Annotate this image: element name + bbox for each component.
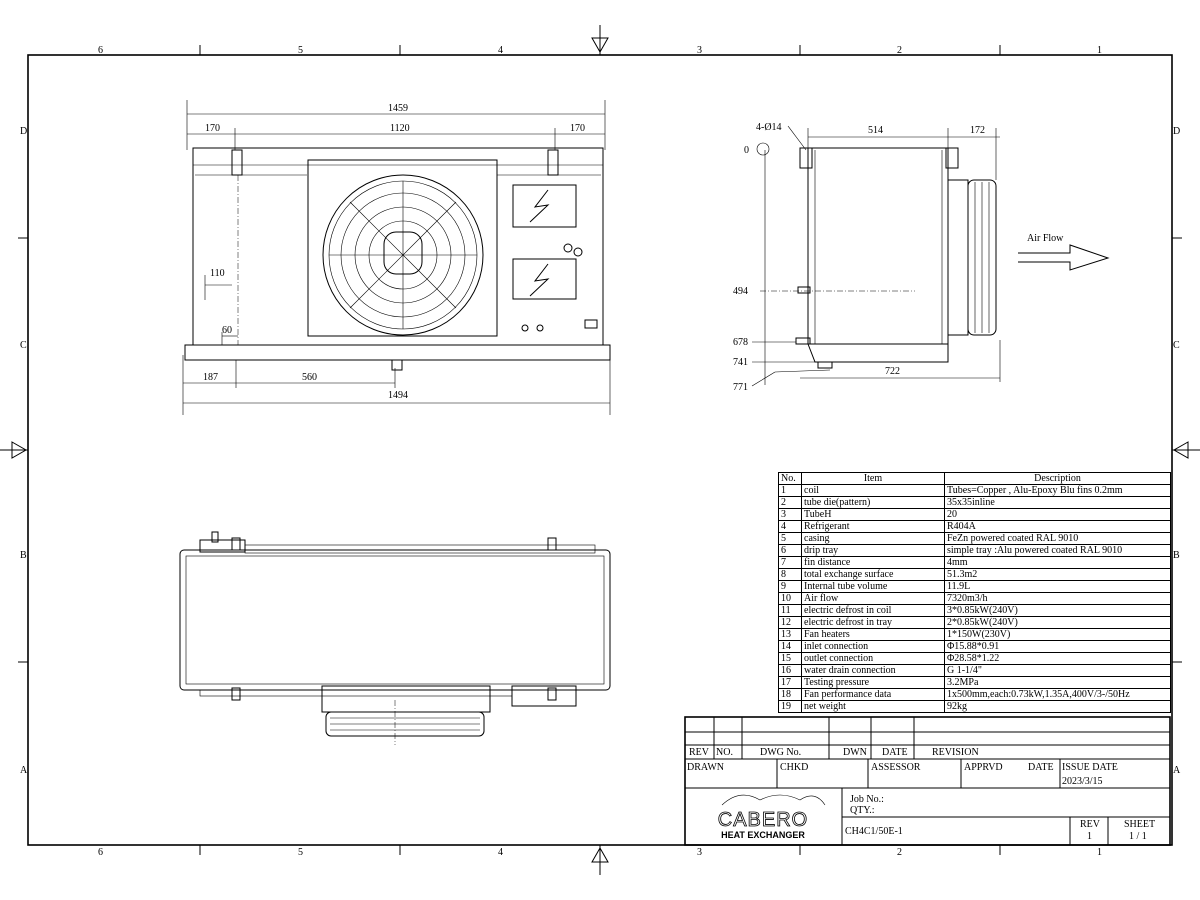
zone-col-4: 4 xyxy=(498,45,503,56)
tb-job-no: Job No.: xyxy=(850,794,884,805)
zone-row-b: B xyxy=(20,550,27,561)
air-flow-label: Air Flow xyxy=(1027,233,1064,244)
tb-apprvd: APPRVD xyxy=(964,762,1003,773)
dim-zero: 0 xyxy=(744,145,749,156)
zone-col-1-bottom: 1 xyxy=(1097,847,1102,858)
dim-60: 60 xyxy=(222,325,232,336)
tb-rev-label: REV xyxy=(1080,819,1101,830)
top-view xyxy=(179,531,611,745)
zone-col-5: 5 xyxy=(298,45,303,56)
dim-172: 172 xyxy=(970,125,985,136)
side-view: 4-Ø14 514 172 0 494 678 741 771 722 Air … xyxy=(733,122,1110,393)
tb-dwg-no: DWG No. xyxy=(760,747,801,758)
logo-name: CABERO xyxy=(718,809,808,831)
spec-cell-item: net weight xyxy=(801,700,945,713)
dim-right-170: 170 xyxy=(570,123,585,134)
tb-drawn: DRAWN xyxy=(687,762,724,773)
zone-col-3-bottom: 3 xyxy=(697,847,702,858)
tb-date: DATE xyxy=(882,747,908,758)
tb-date2: DATE xyxy=(1028,762,1054,773)
dim-678: 678 xyxy=(733,337,748,348)
tb-sheet-value: 1 / 1 xyxy=(1129,831,1147,842)
dim-494: 494 xyxy=(733,286,748,297)
tb-rev: REV xyxy=(689,747,710,758)
tb-drawing-number: CH4C1/50E-1 xyxy=(845,826,903,837)
front-view: 1459 170 1120 170 110 60 187 560 1494 xyxy=(182,100,611,415)
zone-row-b-right: B xyxy=(1173,550,1180,561)
tb-issue-date-label: ISSUE DATE xyxy=(1062,762,1118,773)
dim-771: 771 xyxy=(733,382,748,393)
spec-cell-description: 92kg xyxy=(944,700,1171,713)
dim-middle-1120: 1120 xyxy=(390,123,410,134)
zone-row-d: D xyxy=(20,126,27,137)
dim-722: 722 xyxy=(885,366,900,377)
dim-overall-width-bottom: 1494 xyxy=(388,390,408,401)
centering-arrows xyxy=(0,25,1200,875)
zone-col-6-bottom: 6 xyxy=(98,847,103,858)
tb-revision: REVISION xyxy=(932,747,979,758)
tb-sheet-label: SHEET xyxy=(1124,819,1155,830)
tb-issue-date: 2023/3/15 xyxy=(1062,776,1103,787)
dim-741: 741 xyxy=(733,357,748,368)
zone-row-c: C xyxy=(20,340,27,351)
dim-holes: 4-Ø14 xyxy=(756,122,782,133)
zone-col-4-bottom: 4 xyxy=(498,847,503,858)
spec-table-header: No. Item Description xyxy=(778,472,1171,485)
zone-col-1: 1 xyxy=(1097,45,1102,56)
air-flow-arrow-icon xyxy=(1018,244,1110,271)
logo-subtitle: HEAT EXCHANGER xyxy=(721,830,805,840)
zone-col-5-bottom: 5 xyxy=(298,847,303,858)
zone-col-6: 6 xyxy=(98,45,103,56)
tb-dwn: DWN xyxy=(843,747,867,758)
tb-chkd: CHKD xyxy=(780,762,808,773)
tb-qty: QTY.: xyxy=(850,805,875,816)
zone-col-3: 3 xyxy=(697,45,702,56)
zone-row-d-right: D xyxy=(1173,126,1180,137)
tb-rev-value: 1 xyxy=(1087,831,1092,842)
dim-left-170: 170 xyxy=(205,123,220,134)
dim-560: 560 xyxy=(302,372,317,383)
tb-no: NO. xyxy=(716,747,733,758)
zone-col-2-bottom: 2 xyxy=(897,847,902,858)
dim-110: 110 xyxy=(210,268,225,279)
dim-overall-width-top: 1459 xyxy=(388,103,408,114)
dim-187: 187 xyxy=(203,372,218,383)
zone-row-a: A xyxy=(20,765,28,776)
tb-assessor: ASSESSOR xyxy=(871,762,921,773)
zone-col-2: 2 xyxy=(897,45,902,56)
zone-ticks xyxy=(18,45,1182,855)
cabero-logo: CABERO HEAT EXCHANGER xyxy=(717,794,826,840)
zone-row-a-right: A xyxy=(1173,765,1181,776)
zone-row-c-right: C xyxy=(1173,340,1180,351)
dim-514: 514 xyxy=(868,125,883,136)
